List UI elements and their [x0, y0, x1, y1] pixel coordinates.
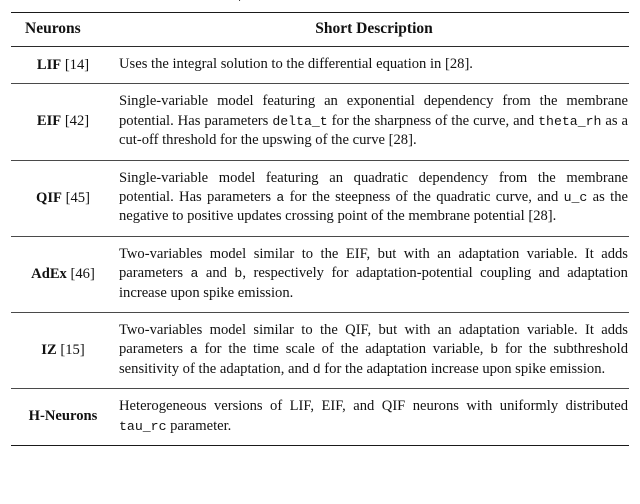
neuron-reference: [15]: [56, 341, 85, 358]
description-text: for the time scale of the adaptation var…: [197, 341, 491, 358]
description-text: as the negative to positive updates cros…: [119, 189, 628, 225]
neuron-reference: [14]: [61, 56, 90, 73]
table-container: Neurons Short Description LIF [14]Uses t…: [11, 12, 629, 447]
description-text: for the steepness of the quadratic curve…: [284, 189, 564, 206]
column-header-description: Short Description: [315, 20, 433, 37]
description-text: Heterogeneous versions of LIF, EIF, and …: [119, 398, 628, 415]
neuron-description-cell: Heterogeneous versions of LIF, EIF, and …: [119, 389, 629, 446]
neuron-abbreviation: LIF: [36, 56, 62, 73]
description-text: Two-variables model similar to the QIF, …: [119, 322, 628, 358]
table-row: H-Neurons Heterogeneous versions of LIF, …: [11, 388, 629, 446]
table-body: LIF [14]Uses the integral solution to th…: [11, 46, 629, 447]
table-header: Neurons Short Description: [11, 12, 629, 47]
description-text: , respectively for adaptation-potential …: [119, 265, 628, 301]
neuron-reference: [42]: [61, 113, 90, 130]
parameter-code: u_c: [563, 190, 588, 206]
description-text: for the sharpness of the curve, and: [327, 112, 539, 129]
table-row: LIF [14]Uses the integral solution to th…: [11, 46, 629, 84]
table-row: EIF [42]Single-variable model featuring …: [11, 83, 629, 160]
column-header-neurons: Neurons: [25, 20, 81, 37]
table-header-row: Neurons Short Description: [11, 12, 629, 47]
neuron-name-cell: LIF [14]: [11, 47, 119, 84]
description-text: for the adaptation increase upon spike e…: [320, 360, 606, 377]
neuron-description-cell: Two-variables model similar to the QIF, …: [119, 313, 629, 389]
description-text: for the subthreshold sensitivity of the …: [119, 341, 628, 377]
neuron-models-table: Neurons Short Description LIF [14]Uses t…: [11, 12, 629, 447]
description-text: and: [198, 265, 235, 282]
neuron-name-cell: IZ [15]: [11, 313, 119, 389]
rule-cell: [11, 446, 629, 447]
parameter-code: b: [490, 342, 499, 358]
neuron-name-cell: EIF [42]: [11, 84, 119, 160]
description-text: Two-variables model similar to the EIF, …: [119, 245, 628, 282]
table-row: QIF [45]Single-variable model featuring …: [11, 160, 629, 236]
table-row: IZ [15]Two-variables model similar to th…: [11, 312, 629, 389]
neuron-abbreviation: EIF: [36, 113, 62, 130]
parameter-code: a: [276, 190, 285, 206]
neuron-abbreviation: IZ: [41, 341, 57, 358]
parameter-code: a: [190, 266, 199, 282]
description-text: as a cut-off threshold for the upswing o…: [119, 112, 628, 149]
parameter-code: tau_rc: [119, 418, 167, 434]
description-text: Single-variable model featuring an expon…: [119, 93, 628, 129]
neuron-description-cell: Single-variable model featuring an quadr…: [119, 160, 629, 236]
description-text: Single-variable model featuring an quadr…: [119, 169, 628, 206]
neuron-description-cell: Uses the integral solution to the differ…: [119, 47, 629, 84]
description-text: parameter.: [166, 417, 232, 434]
table-row: AdEx [46]Two-variables model similar to …: [11, 236, 629, 312]
parameter-code: d: [312, 361, 321, 377]
description-text: Uses the integral solution to the differ…: [119, 56, 473, 72]
neuron-reference: [45]: [61, 189, 90, 206]
parameter-code: delta_t: [272, 113, 328, 129]
neuron-name-cell: QIF [45]: [11, 160, 119, 236]
parameter-code: b: [234, 266, 243, 282]
table-bottom-rule: [11, 445, 629, 447]
neuron-reference: [46]: [66, 265, 95, 282]
neuron-abbreviation: H-Neurons: [28, 408, 98, 425]
neuron-name-cell: H-Neurons: [11, 389, 119, 446]
parameter-code: a: [189, 342, 198, 358]
neuron-name-cell: AdEx [46]: [11, 236, 119, 312]
neuron-abbreviation: QIF: [36, 189, 62, 206]
parameter-code: theta_rh: [538, 113, 602, 129]
neuron-description-cell: Two-variables model similar to the EIF, …: [119, 236, 629, 312]
neuron-abbreviation: AdEx: [31, 265, 67, 282]
neuron-description-cell: Single-variable model featuring an expon…: [119, 84, 629, 160]
